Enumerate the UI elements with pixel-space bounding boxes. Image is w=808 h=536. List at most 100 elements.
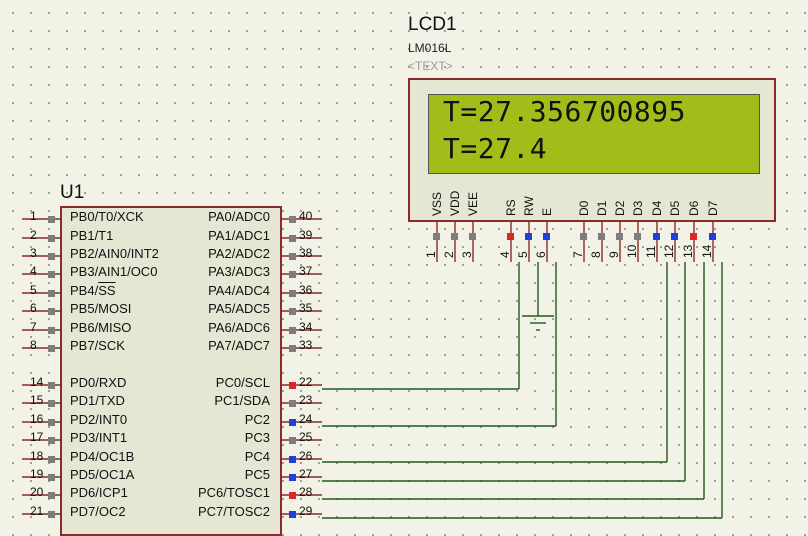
lcd-text-placeholder: <TEXT> <box>408 59 453 73</box>
u1-pin-number: 5 <box>30 283 37 297</box>
pin-status-indicator <box>289 437 296 444</box>
lcd-model-label: LM016L <box>408 41 452 55</box>
pin-status-indicator <box>507 233 514 240</box>
pin-status-indicator <box>48 235 55 242</box>
u1-pin-pa7: PA7/ADC7 <box>208 338 270 353</box>
u1-pin-number: 19 <box>30 467 44 481</box>
u1-pin-number: 24 <box>299 412 313 426</box>
lcd-pin-number: 11 <box>644 245 658 258</box>
pin-status-indicator <box>289 253 296 260</box>
lcd-line-1: T=27.356700895 <box>443 95 687 128</box>
pin-status-indicator <box>580 233 587 240</box>
pin-status-indicator <box>48 345 55 352</box>
pin-status-indicator <box>48 216 55 223</box>
pin-status-indicator <box>48 419 55 426</box>
pin-status-indicator <box>289 345 296 352</box>
u1-pin-pb7: PB7/SCK <box>70 338 125 353</box>
u1-pin-number: 29 <box>299 504 313 518</box>
pin-status-indicator <box>289 382 296 389</box>
pin-status-indicator <box>48 492 55 499</box>
lcd-pin-name-vee: VEE <box>466 191 480 216</box>
u1-pin-number: 2 <box>30 228 37 242</box>
u1-pin-pb0: PB0/T0/XCK <box>70 209 144 224</box>
u1-pin-pc0: PC0/SCL <box>215 375 270 390</box>
u1-pin-number: 28 <box>299 485 313 499</box>
u1-pin-pc6: PC6/TOSC1 <box>197 485 270 500</box>
lcd-pin-name-vdd: VDD <box>448 190 462 216</box>
lcd-pin-name-d4: D4 <box>650 200 664 216</box>
pin-status-indicator <box>289 308 296 315</box>
pin-status-indicator <box>671 233 678 240</box>
u1-ref-label[interactable]: U1 <box>60 182 85 203</box>
lcd-pin-number: 4 <box>498 251 512 258</box>
u1-pin-pd4: PD4/OC1B <box>70 449 135 464</box>
pin-status-indicator <box>543 233 550 240</box>
u1-pin-pb3: PB3/AIN1/OC0 <box>70 264 158 279</box>
u1-pin-number: 38 <box>299 246 313 260</box>
pin-status-indicator <box>289 235 296 242</box>
u1-pin-number: 26 <box>299 449 313 463</box>
u1-pin-pd2: PD2/INT0 <box>70 412 128 427</box>
u1-pin-pa2: PA2/ADC2 <box>208 246 270 261</box>
pin-status-indicator <box>653 233 660 240</box>
u1-pin-pc3: PC3 <box>244 430 270 445</box>
u1-pin-number: 33 <box>299 338 313 352</box>
lcd-pin-number: 7 <box>571 251 585 258</box>
lcd-pin-number: 14 <box>700 244 714 258</box>
u1-pin-number: 35 <box>299 301 313 315</box>
pin-status-indicator <box>289 400 296 407</box>
lcd-pin-name-d2: D2 <box>613 200 627 216</box>
lcd-line-2: T=27.4 <box>443 132 548 165</box>
lcd-pin-name-rw: RW <box>522 196 536 216</box>
lcd-pin-name-d3: D3 <box>631 200 645 216</box>
u1-pin-pb2: PB2/AIN0/INT2 <box>70 246 159 261</box>
pin-status-indicator <box>616 233 623 240</box>
u1-pin-number: 8 <box>30 338 37 352</box>
u1-pin-pb1: PB1/T1 <box>70 228 114 243</box>
lcd-pin-name-e: E <box>540 207 554 216</box>
u1-pin-pa3: PA3/ADC3 <box>208 264 270 279</box>
pin-status-indicator <box>289 419 296 426</box>
lcd-display: T=27.356700895 T=27.4 <box>428 94 760 174</box>
pin-status-indicator <box>289 290 296 297</box>
u1-pin-number: 21 <box>30 504 44 518</box>
lcd-pin-number: 5 <box>516 251 530 258</box>
u1-pin-pa1: PA1/ADC1 <box>208 228 270 243</box>
lcd-pin-name-d7: D7 <box>706 200 720 216</box>
pin-status-indicator <box>525 233 532 240</box>
u1-pin-number: 27 <box>299 467 313 481</box>
pin-status-indicator <box>48 253 55 260</box>
lcd-pin-number: 2 <box>442 251 456 258</box>
lcd-pin-number: 8 <box>589 251 603 258</box>
pin-status-indicator <box>48 437 55 444</box>
u1-pin-number: 16 <box>30 412 44 426</box>
pin-status-indicator <box>289 456 296 463</box>
lcd-pin-number: 1 <box>424 251 438 258</box>
pin-status-indicator <box>289 271 296 278</box>
u1-pin-pc7: PC7/TOSC2 <box>197 504 270 519</box>
u1-pin-number: 25 <box>299 430 313 444</box>
pin-status-indicator <box>289 474 296 481</box>
u1-pin-pc2: PC2 <box>244 412 270 427</box>
u1-pin-pa4: PA4/ADC4 <box>208 283 270 298</box>
u1-pin-number: 4 <box>30 264 37 278</box>
u1-pin-pb5: PB5/MOSI <box>70 301 132 316</box>
u1-pin-number: 17 <box>30 430 44 444</box>
lcd-ref-label[interactable]: LCD1 <box>408 14 457 35</box>
u1-pin-pa0: PA0/ADC0 <box>208 209 270 224</box>
pin-status-indicator <box>48 474 55 481</box>
u1-pin-pd1: PD1/TXD <box>70 393 125 408</box>
pin-status-indicator <box>433 233 440 240</box>
lcd-pin-name-d5: D5 <box>668 200 682 216</box>
u1-pin-number: 1 <box>30 209 37 223</box>
lcd-pin-number: 6 <box>534 251 548 258</box>
pin-status-indicator <box>709 233 716 240</box>
u1-pin-pb6: PB6/MISO <box>70 320 132 335</box>
pin-status-indicator <box>48 271 55 278</box>
u1-pin-number: 39 <box>299 228 313 242</box>
u1-pin-pc4: PC4 <box>244 449 270 464</box>
pin-status-indicator <box>48 511 55 518</box>
u1-pin-number: 23 <box>299 393 313 407</box>
u1-pin-number: 6 <box>30 301 37 315</box>
u1-pin-number: 20 <box>30 485 44 499</box>
